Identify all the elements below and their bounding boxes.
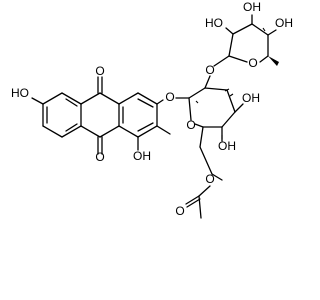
anthraquinone-core xyxy=(31,76,171,155)
atom-label-oh-glc3: OH xyxy=(242,91,260,105)
atom-label-o-ring-rha: O xyxy=(248,56,257,70)
hashed-bonds xyxy=(195,27,266,139)
atom-label-o-carbonyl: O xyxy=(175,204,184,218)
atom-label-o-glyco: O xyxy=(165,90,174,104)
atom-label-ho-rha2: HO xyxy=(205,16,223,30)
atom-label-o-ester: O xyxy=(205,172,214,186)
atom-label-oh-rha4: OH xyxy=(275,16,293,30)
atom-label-oh-rha3: OH xyxy=(243,0,261,14)
atom-label-o-ring-glc: O xyxy=(186,118,195,132)
glucose-ring xyxy=(175,75,244,219)
atom-label-o-bottom: O xyxy=(95,150,104,164)
atom-label-oh-peri: OH xyxy=(133,149,151,163)
atom-label-o-top: O xyxy=(95,64,104,78)
atom-labels: O O HO OH O O OH OH O O O O HO OH OH xyxy=(11,0,293,218)
rhamnose-ring xyxy=(213,14,279,67)
atom-label-oh-glc4: OH xyxy=(218,139,236,153)
atom-label-o-link-rha: O xyxy=(205,63,214,77)
atom-label-ho-left: HO xyxy=(11,86,29,100)
chemical-structure: O O HO OH O O OH OH O O O O HO OH OH xyxy=(11,0,293,219)
